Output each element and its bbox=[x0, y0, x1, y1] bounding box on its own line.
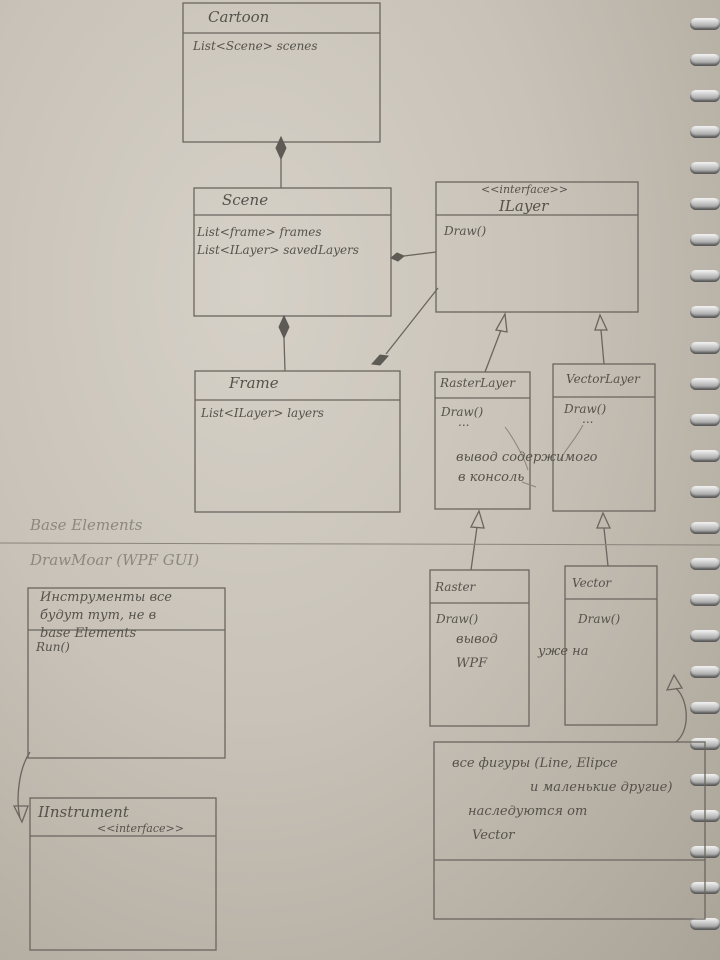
class-box-scene bbox=[193, 187, 392, 317]
figures-note-line2: и маленькие другие) bbox=[530, 780, 673, 795]
class-box-ilayer bbox=[435, 181, 639, 313]
spiral-ring bbox=[690, 450, 720, 462]
spiral-ring bbox=[690, 342, 720, 354]
member-instruments-run: Run() bbox=[36, 640, 70, 654]
spiral-ring bbox=[690, 198, 720, 210]
class-box-instruments bbox=[27, 587, 226, 759]
class-name-instruments-line2: будут тут, не в bbox=[40, 608, 157, 623]
spiral-ring bbox=[690, 630, 720, 642]
member-vectorlayer-ellipsis: ... bbox=[582, 412, 594, 426]
figures-note-line3: наследуются от bbox=[468, 804, 588, 819]
note-console-line2: в консоль bbox=[458, 470, 525, 485]
spiral-ring bbox=[690, 126, 720, 138]
spiral-ring bbox=[690, 18, 720, 30]
class-box-raster-layer bbox=[434, 371, 531, 510]
stereotype-iinstrument: <<interface>> bbox=[97, 822, 184, 835]
class-box-vector-layer bbox=[552, 363, 656, 512]
spiral-ring bbox=[690, 522, 720, 534]
spiral-ring bbox=[690, 918, 720, 930]
member-ilayer-draw: Draw() bbox=[444, 224, 487, 238]
class-box-vector bbox=[564, 565, 658, 726]
member-cartoon-scenes: List<Scene> scenes bbox=[193, 39, 318, 53]
class-box-frame bbox=[194, 370, 401, 513]
member-raster-output: вывод bbox=[456, 632, 498, 647]
stereotype-ilayer: <<interface>> bbox=[481, 183, 568, 196]
figures-note-line1: все фигуры (Line, Elipce bbox=[452, 756, 618, 771]
composition-scene-frame bbox=[278, 314, 290, 372]
spiral-ring bbox=[690, 54, 720, 66]
class-name-vector: Vector bbox=[572, 576, 612, 590]
class-name-scene: Scene bbox=[222, 191, 269, 209]
class-name-instruments-line3: base Elements bbox=[40, 626, 137, 641]
realization-instruments-iinstrument bbox=[12, 751, 31, 824]
spiral-ring bbox=[690, 702, 720, 714]
realization-vectorlayer-ilayer bbox=[594, 313, 609, 365]
spiral-ring bbox=[690, 90, 720, 102]
member-vectorlayer-draw: Draw() bbox=[564, 402, 607, 416]
spiral-ring bbox=[690, 378, 720, 390]
spiral-ring bbox=[690, 306, 720, 318]
section-label-draw: DrawMoar (WPF GUI) bbox=[30, 551, 200, 569]
section-label-base: Base Elements bbox=[30, 516, 143, 534]
class-name-cartoon: Cartoon bbox=[208, 8, 270, 26]
member-rasterlayer-ellipsis: ... bbox=[458, 415, 470, 429]
class-name-raster-layer: RasterLayer bbox=[440, 376, 516, 390]
class-name-iinstrument: IInstrument bbox=[38, 803, 129, 821]
section-divider bbox=[0, 542, 720, 546]
inheritance-figures-vector bbox=[665, 673, 687, 743]
spiral-ring bbox=[690, 666, 720, 678]
figures-note-line4: Vector bbox=[472, 828, 515, 843]
spiral-ring bbox=[690, 558, 720, 570]
spiral-binding bbox=[680, 0, 720, 960]
member-scene-savedlayers: List<ILayer> savedLayers bbox=[197, 243, 359, 257]
class-name-raster: Raster bbox=[435, 580, 476, 594]
composition-frame-ilayer bbox=[370, 287, 439, 366]
spiral-ring bbox=[690, 270, 720, 282]
member-scene-frames: List<frame> frames bbox=[197, 225, 322, 239]
member-raster-draw: Draw() bbox=[436, 612, 479, 626]
member-raster-wpf: WPF bbox=[456, 656, 488, 671]
class-name-instruments-line1: Инструменты все bbox=[40, 590, 172, 605]
inheritance-raster-rasterlayer bbox=[469, 509, 485, 571]
class-name-frame: Frame bbox=[229, 374, 279, 392]
spiral-ring bbox=[690, 486, 720, 498]
class-name-vector-layer: VectorLayer bbox=[566, 372, 640, 386]
composition-cartoon-scene bbox=[275, 135, 287, 188]
class-box-raster bbox=[429, 569, 530, 727]
class-box-figures bbox=[433, 741, 706, 920]
inheritance-vector-vectorlayer bbox=[596, 511, 612, 567]
member-rasterlayer-draw: Draw() bbox=[441, 405, 484, 419]
note-connectors bbox=[504, 424, 584, 488]
spiral-ring bbox=[690, 162, 720, 174]
note-console-line1: вывод содержимого bbox=[456, 450, 598, 465]
realization-rasterlayer-ilayer bbox=[484, 311, 508, 373]
note-wpf-output: уже на bbox=[538, 644, 589, 659]
composition-scene-ilayer bbox=[390, 251, 437, 262]
member-vector-draw: Draw() bbox=[578, 612, 621, 626]
spiral-ring bbox=[690, 234, 720, 246]
class-box-iinstrument bbox=[29, 797, 217, 951]
class-name-ilayer: ILayer bbox=[499, 197, 549, 215]
spiral-ring bbox=[690, 594, 720, 606]
member-frame-layers: List<ILayer> layers bbox=[201, 406, 324, 420]
spiral-ring bbox=[690, 414, 720, 426]
